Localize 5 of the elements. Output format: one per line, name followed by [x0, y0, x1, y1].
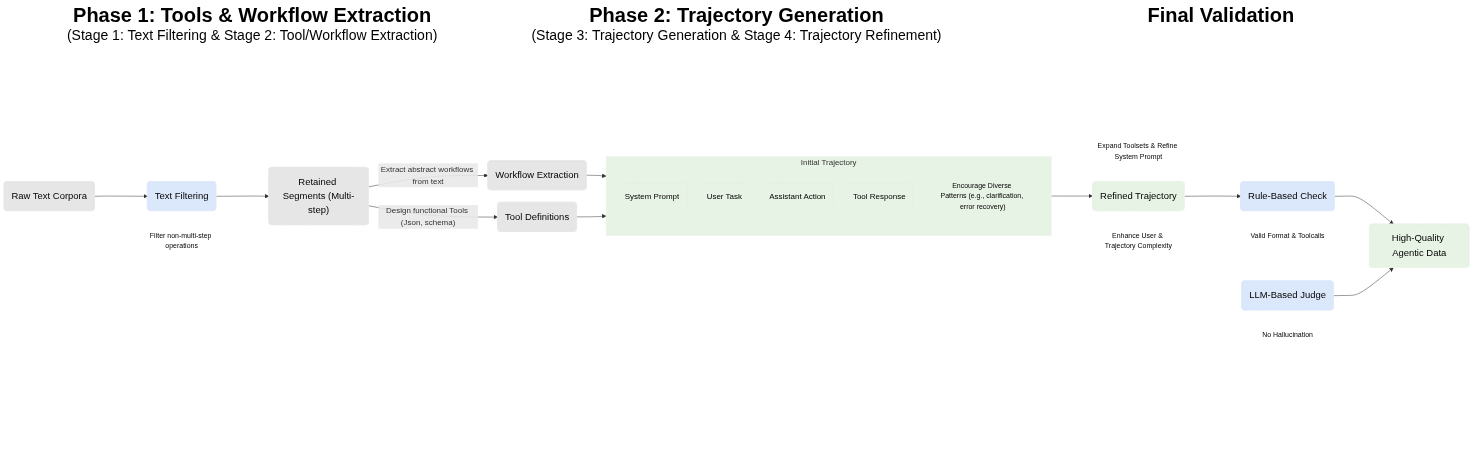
stage-subtitle: (Stage 1: Text Filtering & Stage 2: Tool/Workflow Extraction) — [65, 27, 439, 43]
stage-subtitle: (Stage 3: Trajectory Generation & Stage 4: Trajectory Refinement) — [530, 27, 943, 43]
phase-heading: Phase 2: Trajectory Generation — [588, 4, 885, 27]
phase-heading: Phase 1: Tools & Workflow Extraction — [72, 4, 433, 27]
phase-heading: Final Validation — [1146, 4, 1296, 27]
